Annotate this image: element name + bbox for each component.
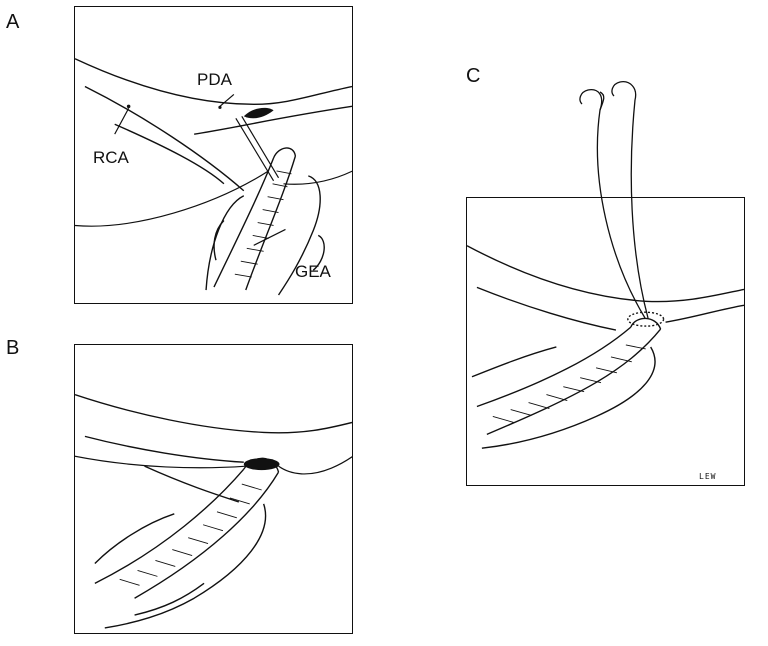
panel-b-letter: B (6, 337, 20, 359)
signature-text: LEW (699, 472, 717, 481)
panel-a-illustration (75, 58, 352, 296)
panel-c-illustration (467, 245, 744, 449)
rca-label: RCA (93, 148, 129, 167)
panel-c-frame: LEW (466, 197, 745, 486)
gea-label: GEA (295, 262, 331, 281)
panel-a-frame: PDA RCA GEA (74, 6, 353, 304)
panel-a-letter: A (6, 11, 20, 33)
pda-label: PDA (197, 70, 232, 89)
panel-b-illustration (75, 394, 352, 629)
panel-c-letter: C (466, 65, 481, 87)
panel-b-frame (74, 344, 353, 634)
